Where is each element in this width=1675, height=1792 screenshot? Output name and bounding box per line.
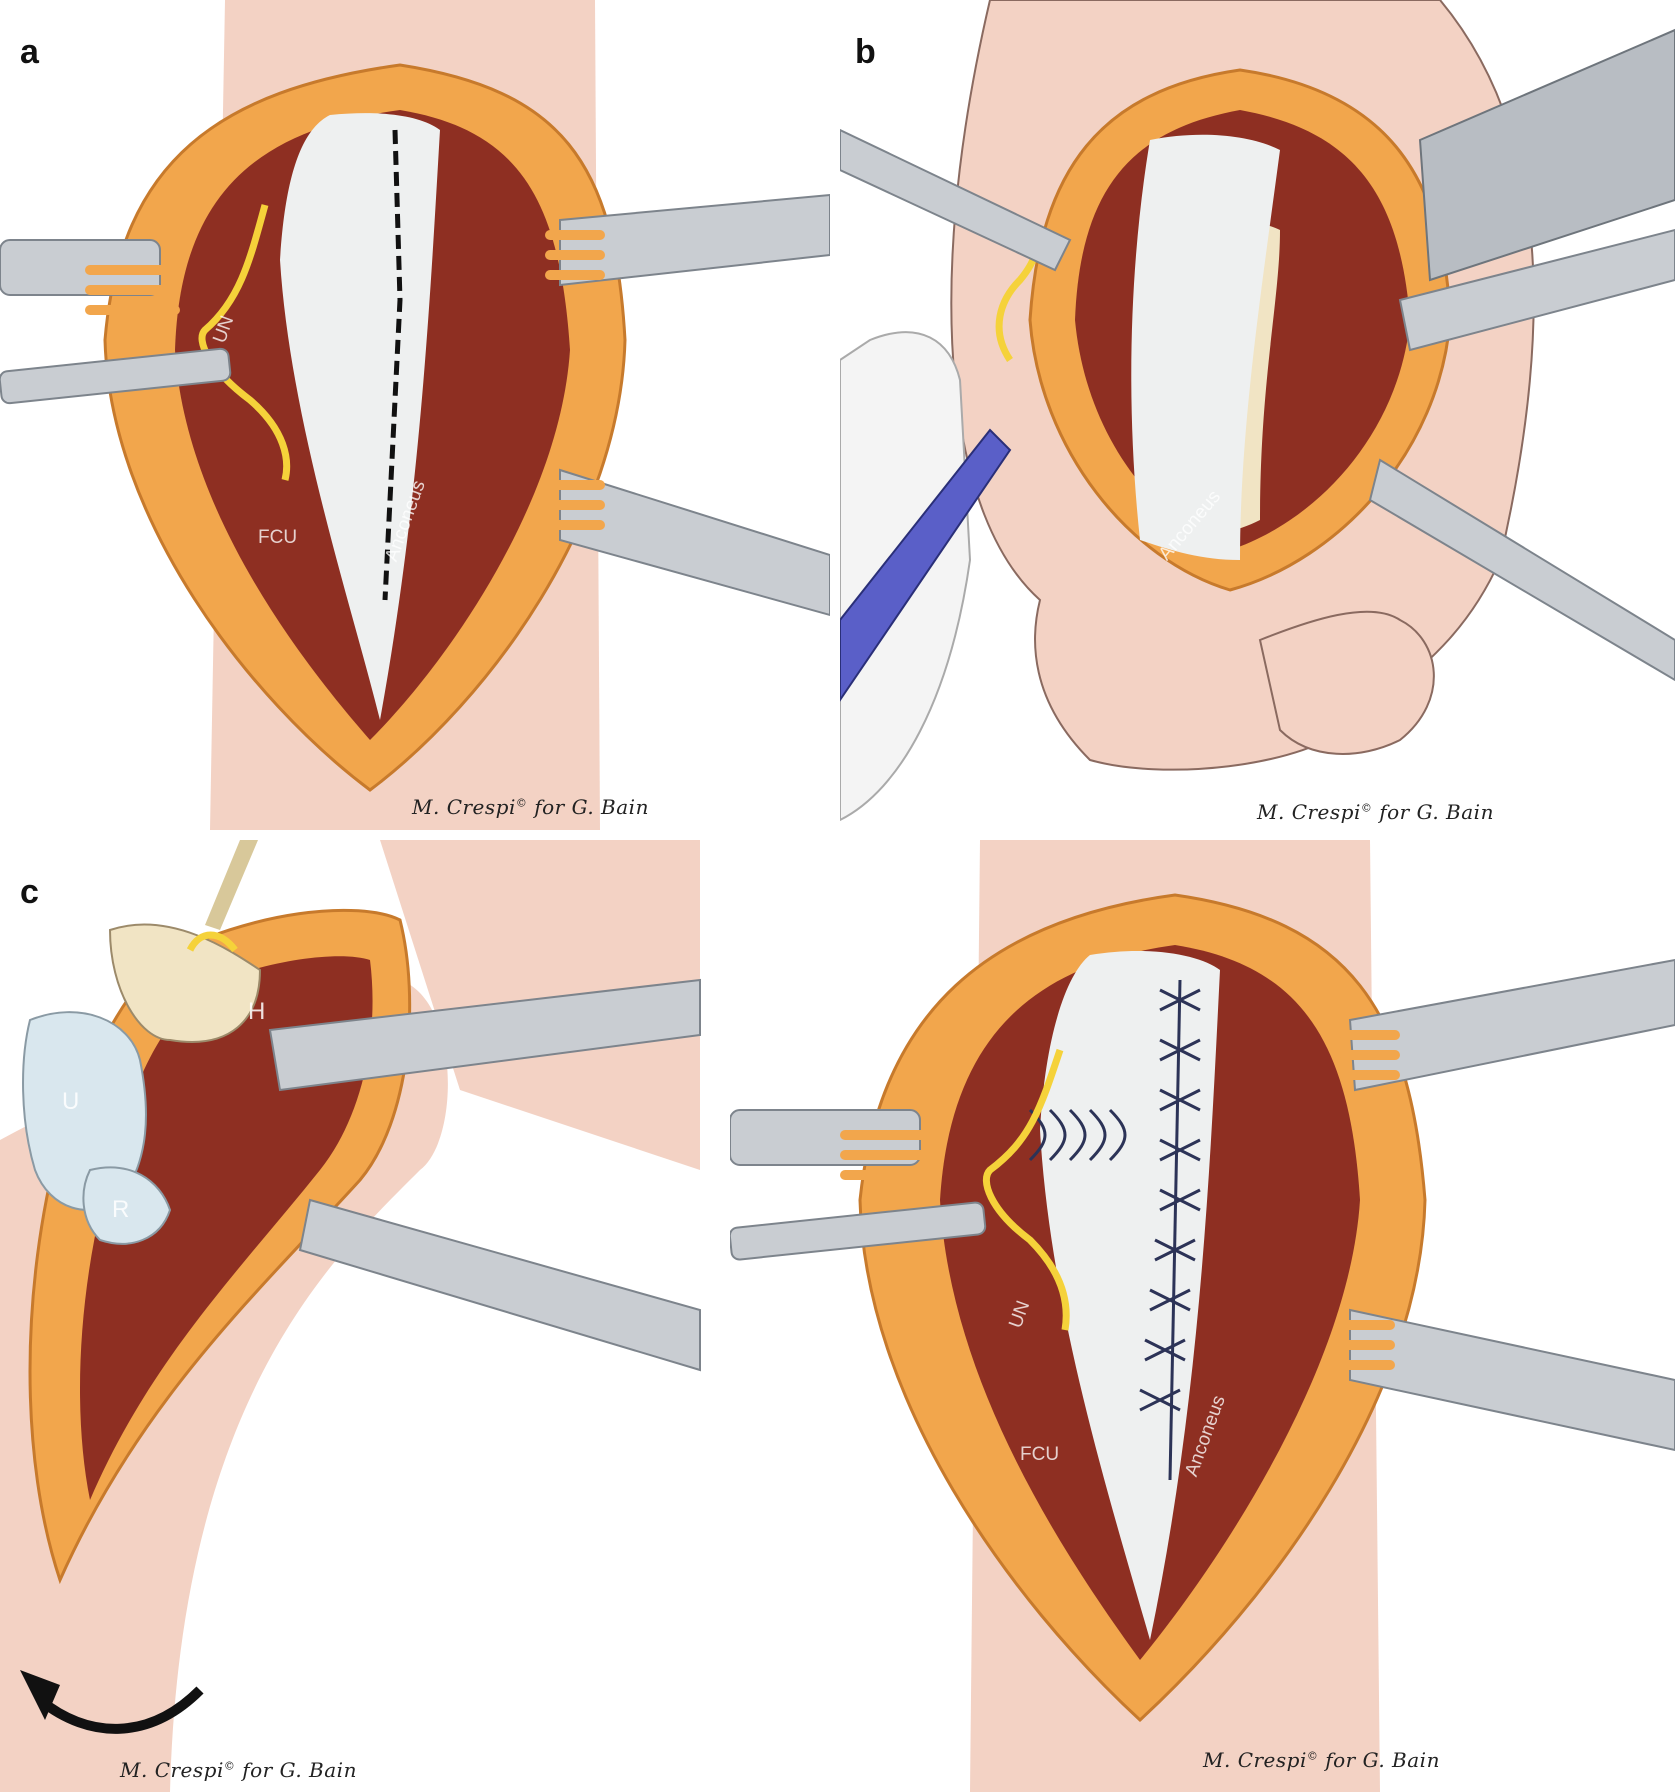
panel-a-illustration <box>0 0 830 830</box>
radius-bone <box>82 1166 172 1245</box>
panel-d-label-fcu: FCU <box>1020 1444 1060 1465</box>
rotation-arrowhead <box>20 1670 60 1720</box>
panel-b-letter: b <box>855 33 876 71</box>
panel-d-illustration <box>730 840 1675 1792</box>
ulnar-nerve <box>186 931 238 953</box>
panel-a: a UN FCU Anconeus M. Crespi© for G. Bain <box>0 0 830 830</box>
panel-b-credit: M. Crespi© for G. Bain <box>1257 800 1494 824</box>
retractor-left <box>840 128 1072 272</box>
hand-skin <box>1258 610 1435 755</box>
triceps-tendon-flap <box>1131 134 1280 560</box>
panel-c-label-radius: R <box>112 1196 130 1223</box>
panel-c-illustration <box>0 840 701 1792</box>
ulnar-nerve <box>198 204 291 481</box>
humerus-bone <box>108 923 262 1043</box>
panel-c: c H U R M. Crespi© for G. Bain <box>0 840 830 1792</box>
panel-c-label-ulna: U <box>62 1088 80 1115</box>
panel-a-label-fcu: FCU <box>258 527 298 548</box>
retractor-right-lower <box>545 468 830 617</box>
nerve-retractor <box>0 347 232 405</box>
panel-b-illustration <box>840 0 1675 822</box>
panel-c-credit: M. Crespi© for G. Bain <box>120 1758 357 1782</box>
suture-line-central <box>1139 979 1201 1481</box>
retractor-lower <box>1368 458 1675 682</box>
muscle-bed <box>80 956 373 1500</box>
panel-a-credit: M. Crespi© for G. Bain <box>412 795 649 819</box>
ulnar-nerve <box>982 1048 1070 1331</box>
panel-b: b Anconeus M. Crespi© for G. Bain <box>840 0 1675 830</box>
retractor-right-upper <box>1340 958 1675 1092</box>
suture-line-medial <box>1028 1108 1127 1162</box>
electrocautery-pen <box>840 428 1012 702</box>
retractor-right <box>1398 228 1675 352</box>
retractor-upper <box>268 978 701 1092</box>
retractor-left <box>0 239 180 315</box>
retractor-right-lower <box>1335 1308 1675 1452</box>
panel-c-label-humerus: H <box>248 998 266 1025</box>
retractor-right-upper <box>545 193 830 287</box>
panel-d: d UN FCU Anconeus M. Crespi© for G. Bain <box>730 840 1675 1792</box>
elevator-instrument <box>1418 28 1675 282</box>
vessel-loop <box>205 840 258 930</box>
panel-d-credit: M. Crespi© for G. Bain <box>1203 1748 1440 1772</box>
retractor-left <box>730 1109 930 1180</box>
triceps-tendon-repaired <box>1040 950 1220 1640</box>
incision-line <box>382 129 403 601</box>
retractor-lower <box>298 1198 701 1372</box>
panel-a-letter: a <box>20 33 39 71</box>
nerve-retractor <box>730 1201 987 1261</box>
rotation-arrow <box>36 1686 204 1734</box>
panel-c-letter: c <box>20 873 39 911</box>
